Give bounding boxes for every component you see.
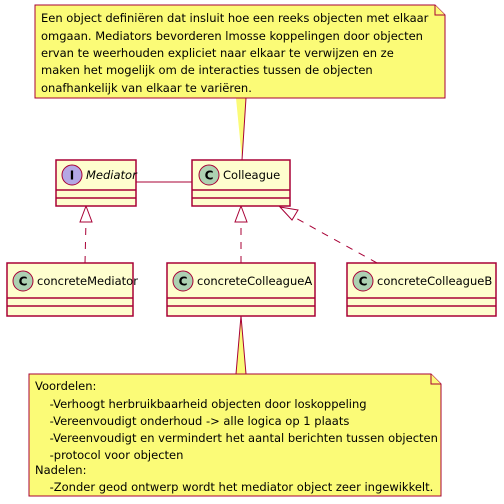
top-note-line-3: ervan te weerhouden expliciet naar elkaa… bbox=[41, 46, 394, 60]
top-note-line-4: maken het mogelijk om de interacties tus… bbox=[41, 63, 373, 77]
class-mediator[interactable]: I Mediator bbox=[55, 159, 138, 207]
generalization-arrowhead-b bbox=[278, 206, 299, 221]
top-note-line-5: onafhankelijk van elkaar te variëren. bbox=[41, 81, 252, 95]
colleague-badge-letter: C bbox=[205, 169, 214, 183]
bottom-note-line-6: Nadelen: bbox=[35, 463, 86, 477]
concrete-colleague-a-badge-letter: C bbox=[179, 275, 188, 289]
bottom-note-connector bbox=[235, 315, 247, 375]
bottom-note-line-7: -Zonder geod ontwerp wordt het mediator … bbox=[35, 480, 433, 494]
top-note-body bbox=[34, 4, 446, 99]
concrete-mediator-name: concreteMediator bbox=[37, 274, 138, 288]
generalization-arrowhead-a bbox=[234, 204, 248, 223]
class-colleague[interactable]: C Colleague bbox=[191, 159, 291, 207]
bottom-note: Voordelen: -Verhoogt herbruikbaarheid ob… bbox=[28, 373, 442, 497]
top-note-fold bbox=[434, 5, 445, 16]
realization-concrete-mediator bbox=[84, 219, 87, 264]
interface-badge-letter: I bbox=[70, 169, 74, 183]
top-note-line-1: Een object definiëren dat insluit hoe ee… bbox=[41, 11, 429, 25]
top-note: Een object definiëren dat insluit hoe ee… bbox=[34, 4, 446, 99]
top-note-connector bbox=[236, 97, 247, 161]
generalization-colleague-b bbox=[291, 215, 378, 264]
class-concrete-mediator[interactable]: C concreteMediator bbox=[6, 262, 138, 317]
concrete-colleague-b-name: concreteColleagueB bbox=[377, 274, 492, 288]
bottom-note-body bbox=[28, 373, 442, 497]
bottom-note-line-1: Voordelen: bbox=[35, 379, 96, 393]
class-concrete-colleague-b[interactable]: C concreteColleagueB bbox=[346, 262, 497, 317]
interface-badge-icon bbox=[61, 164, 83, 186]
concrete-colleague-a-name: concreteColleagueA bbox=[197, 274, 312, 288]
class-badge-icon bbox=[352, 270, 374, 292]
mediator-name: Mediator bbox=[86, 168, 138, 182]
top-note-line-2: omgaan. Mediators bevorderen lmosse kopp… bbox=[41, 29, 423, 43]
colleague-name: Colleague bbox=[223, 168, 280, 182]
bottom-note-line-2: -Verhoogt herbruikbaarheid objecten door… bbox=[35, 397, 367, 411]
bottom-note-line-3: -Vereenvoudigt onderhoud -> alle logica … bbox=[35, 414, 349, 428]
bottom-note-fold bbox=[430, 374, 441, 385]
class-badge-icon bbox=[12, 270, 34, 292]
class-badge-icon bbox=[198, 164, 220, 186]
realization-arrowhead-mediator bbox=[79, 204, 93, 223]
class-badge-icon bbox=[172, 270, 194, 292]
concrete-mediator-badge-letter: C bbox=[19, 275, 28, 289]
bottom-note-line-5: -protocol voor objecten bbox=[35, 448, 183, 462]
connections bbox=[79, 97, 378, 375]
class-concrete-colleague-a[interactable]: C concreteColleagueA bbox=[166, 262, 316, 317]
concrete-colleague-b-badge-letter: C bbox=[359, 275, 368, 289]
bottom-note-line-4: -Vereenvoudigt en vermindert het aantal … bbox=[35, 431, 438, 445]
